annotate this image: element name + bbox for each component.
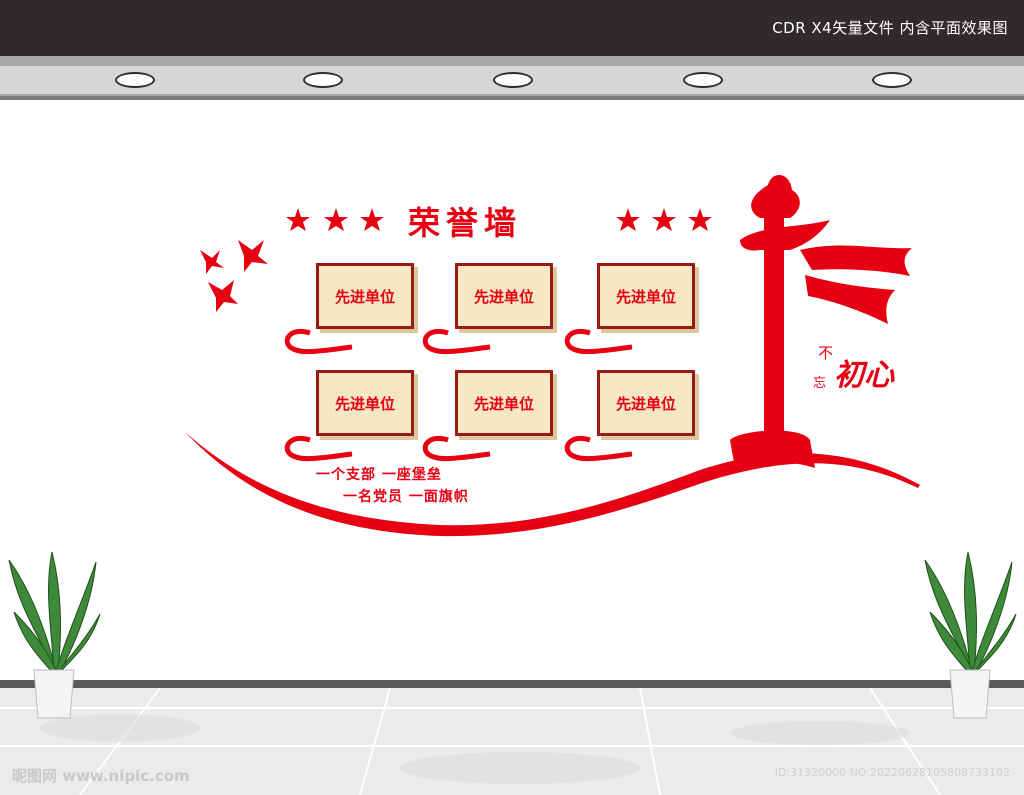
honor-panel: 先进单位 xyxy=(455,370,553,436)
honor-panel-label: 先进单位 xyxy=(473,394,534,413)
cloud-swirl-icons xyxy=(284,329,633,462)
flag-ribbon-icon xyxy=(800,245,912,276)
slogan-char: 不 xyxy=(818,344,834,362)
tiled-floor xyxy=(0,688,1024,795)
honor-panel: 先进单位 xyxy=(597,370,695,436)
pillar-cloud-icon xyxy=(740,220,830,251)
honor-panel: 先进单位 xyxy=(597,263,695,329)
ceiling-light-icon xyxy=(872,72,912,88)
decor-layer xyxy=(185,174,920,537)
snake-plant-icon xyxy=(924,552,1017,719)
baseboard xyxy=(0,680,1024,688)
slogan-big-text: 初心 xyxy=(834,358,894,393)
pillar-column-icon xyxy=(764,205,784,440)
honor-panel-label: 先进单位 xyxy=(615,394,676,413)
dove-icons xyxy=(200,240,268,312)
honor-panel: 先进单位 xyxy=(455,263,553,329)
honor-panel-label: 先进单位 xyxy=(615,287,676,306)
watermark-left: 昵图网 www.nipic.com xyxy=(12,767,190,785)
ceiling-light-icon xyxy=(683,72,723,88)
flag-ribbon-icon xyxy=(805,275,895,324)
honor-panel: 先进单位 xyxy=(316,370,414,436)
honor-panel-label: 先进单位 xyxy=(334,287,395,306)
ceiling-light-icon xyxy=(115,72,155,88)
ceiling-edge xyxy=(0,96,1024,100)
slogan-line-1: 一个支部 一座堡垒 xyxy=(316,467,442,483)
pillar-top-icon xyxy=(751,174,800,218)
file-info-text: CDR X4矢量文件 内含平面效果图 xyxy=(772,19,1008,37)
honor-panel: 先进单位 xyxy=(316,263,414,329)
top-banner: CDR X4矢量文件 内含平面效果图 xyxy=(0,0,1024,56)
pillar-base-icon xyxy=(730,430,815,468)
slogan-char: 忘 xyxy=(813,376,827,391)
ceiling-light-icon xyxy=(303,72,343,88)
watermark-right: ID:31320000 NO:20220628105808733102 xyxy=(774,766,1010,779)
honor-panel-label: 先进单位 xyxy=(473,287,534,306)
ceiling-light-icon xyxy=(493,72,533,88)
star-icons xyxy=(286,208,712,231)
honor-panel-label: 先进单位 xyxy=(334,394,395,413)
snake-plant-icon xyxy=(8,552,101,719)
floor-tiles xyxy=(0,688,1024,795)
honor-wall-title: 荣誉墙 xyxy=(408,204,523,242)
slogan-line-2: 一名党员 一面旗帜 xyxy=(343,489,469,505)
